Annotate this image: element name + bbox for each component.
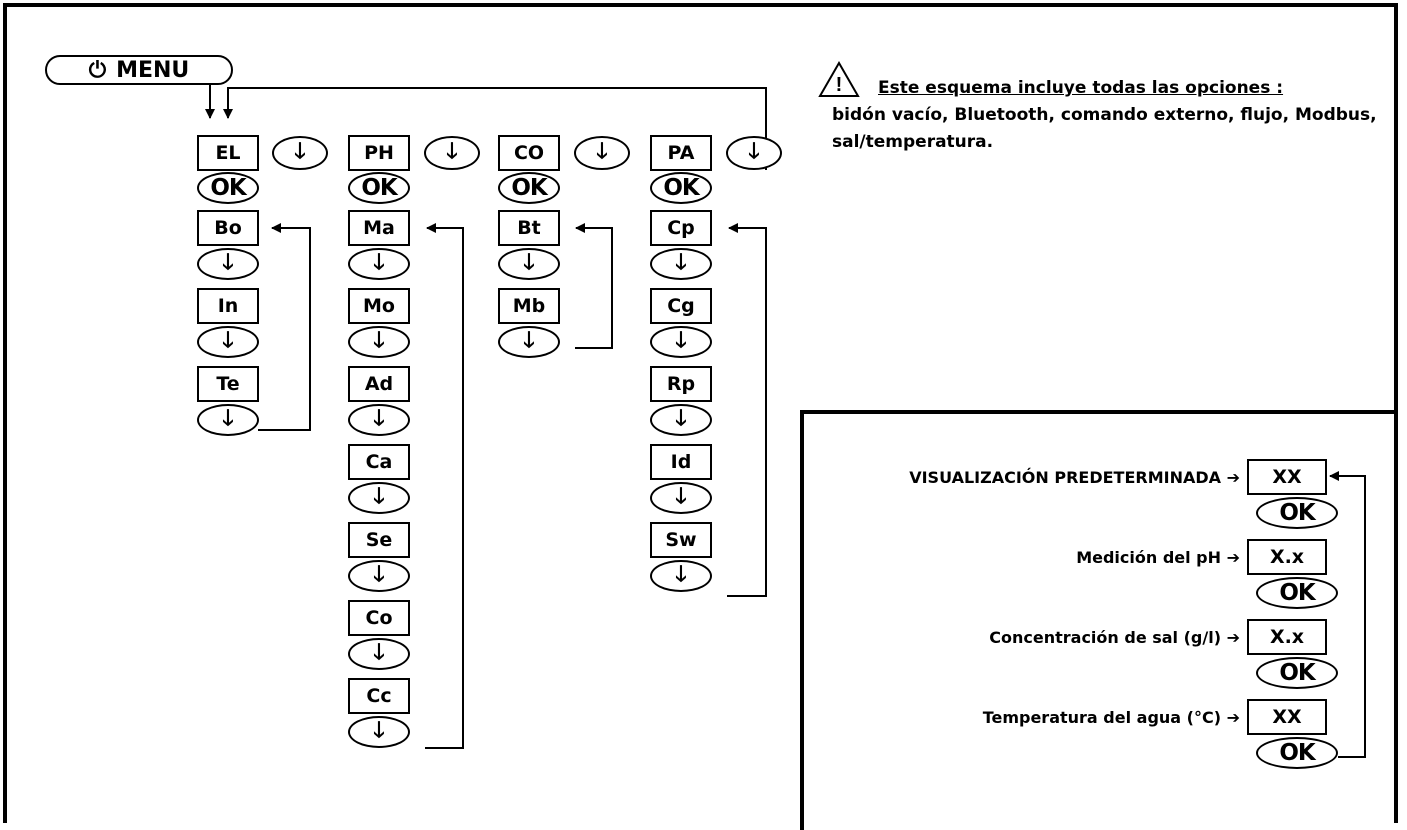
note-body: bidón vacío, Bluetooth, comando externo,…: [832, 105, 1377, 152]
down-arrow-button[interactable]: 🡓: [272, 136, 328, 170]
menu-subitem-se[interactable]: Se: [348, 522, 410, 558]
down-arrow-button[interactable]: 🡓: [650, 404, 712, 436]
down-arrow-button[interactable]: 🡓: [424, 136, 480, 170]
warning-triangle-icon: !: [818, 60, 860, 97]
menu-subitem-bo[interactable]: Bo: [197, 210, 259, 246]
down-arrow-button[interactable]: 🡓: [348, 248, 410, 280]
down-arrow-button[interactable]: 🡓: [197, 326, 259, 358]
menu-subitem-mo[interactable]: Mo: [348, 288, 410, 324]
menu-subitem-id[interactable]: Id: [650, 444, 712, 480]
ok-button[interactable]: OK: [1256, 497, 1338, 529]
menu-subitem-rp[interactable]: Rp: [650, 366, 712, 402]
menu-subitem-ma[interactable]: Ma: [348, 210, 410, 246]
options-note: Este esquema incluye todas las opciones …: [832, 75, 1377, 156]
svg-text:!: !: [836, 74, 843, 96]
down-arrow-button[interactable]: 🡓: [348, 326, 410, 358]
menu-subitem-mb[interactable]: Mb: [498, 288, 560, 324]
power-icon: ⏻: [88, 57, 107, 83]
down-arrow-button[interactable]: 🡓: [348, 482, 410, 514]
down-arrow-button[interactable]: 🡓: [348, 404, 410, 436]
ok-button[interactable]: OK: [650, 172, 712, 204]
down-arrow-button[interactable]: 🡓: [197, 248, 259, 280]
menu-button[interactable]: ⏻ MENU: [45, 55, 233, 85]
ok-button[interactable]: OK: [1256, 737, 1338, 769]
display-value-box: X.x: [1247, 539, 1327, 575]
display-value-box: XX: [1247, 699, 1327, 735]
display-row-label: VISUALIZACIÓN PREDETERMINADA ➔: [909, 468, 1240, 487]
down-arrow-button[interactable]: 🡓: [498, 326, 560, 358]
menu-subitem-ca[interactable]: Ca: [348, 444, 410, 480]
down-arrow-button[interactable]: 🡓: [650, 482, 712, 514]
ok-button[interactable]: OK: [1256, 657, 1338, 689]
menu-item-co[interactable]: CO: [498, 135, 560, 171]
down-arrow-button[interactable]: 🡓: [348, 560, 410, 592]
menu-subitem-cp[interactable]: Cp: [650, 210, 712, 246]
down-arrow-button[interactable]: 🡓: [197, 404, 259, 436]
menu-subitem-in[interactable]: In: [197, 288, 259, 324]
display-value-box: X.x: [1247, 619, 1327, 655]
ok-button[interactable]: OK: [197, 172, 259, 204]
menu-subitem-te[interactable]: Te: [197, 366, 259, 402]
down-arrow-button[interactable]: 🡓: [650, 326, 712, 358]
down-arrow-button[interactable]: 🡓: [650, 560, 712, 592]
menu-item-el[interactable]: EL: [197, 135, 259, 171]
menu-item-ph[interactable]: PH: [348, 135, 410, 171]
note-title: Este esquema incluye todas las opciones …: [878, 78, 1284, 98]
menu-subitem-ad[interactable]: Ad: [348, 366, 410, 402]
down-arrow-button[interactable]: 🡓: [650, 248, 712, 280]
menu-item-pa[interactable]: PA: [650, 135, 712, 171]
menu-subitem-cc[interactable]: Cc: [348, 678, 410, 714]
menu-subitem-cg[interactable]: Cg: [650, 288, 712, 324]
down-arrow-button[interactable]: 🡓: [574, 136, 630, 170]
menu-subitem-bt[interactable]: Bt: [498, 210, 560, 246]
down-arrow-button[interactable]: 🡓: [726, 136, 782, 170]
display-row-label: Temperatura del agua (°C) ➔: [982, 708, 1240, 727]
menu-label: MENU: [116, 57, 190, 83]
down-arrow-button[interactable]: 🡓: [348, 638, 410, 670]
ok-button[interactable]: OK: [1256, 577, 1338, 609]
default-display-panel: [800, 410, 1398, 830]
menu-subitem-co[interactable]: Co: [348, 600, 410, 636]
down-arrow-button[interactable]: 🡓: [348, 716, 410, 748]
display-row-label: Concentración de sal (g/l) ➔: [989, 628, 1240, 647]
down-arrow-button[interactable]: 🡓: [498, 248, 560, 280]
menu-subitem-sw[interactable]: Sw: [650, 522, 712, 558]
ok-button[interactable]: OK: [498, 172, 560, 204]
ok-button[interactable]: OK: [348, 172, 410, 204]
display-row-label: Medición del pH ➔: [1076, 548, 1240, 567]
display-value-box: XX: [1247, 459, 1327, 495]
